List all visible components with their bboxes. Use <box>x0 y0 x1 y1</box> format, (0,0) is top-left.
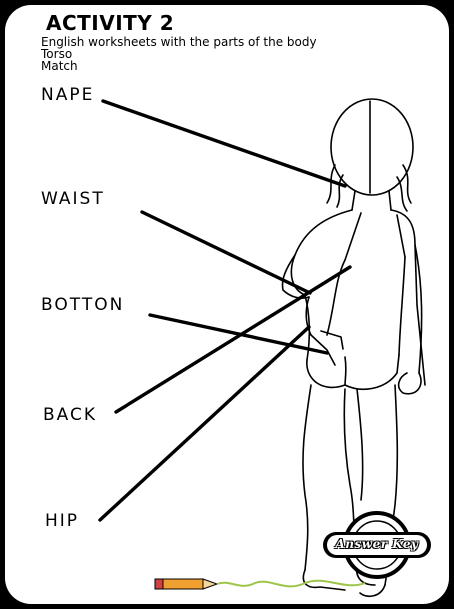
label-waist: WAIST <box>41 189 105 209</box>
label-hip: HIP <box>45 511 79 531</box>
subtitle-line: Match <box>41 60 78 72</box>
label-botton: BOTTON <box>41 295 124 315</box>
answer-key-label: Answer Key <box>327 537 427 551</box>
label-back: BACK <box>43 405 97 425</box>
activity-title: ACTIVITY 2 <box>46 11 174 35</box>
subtitle-line: English worksheets with the parts of the… <box>41 36 317 48</box>
pencil-icon <box>155 579 365 589</box>
label-nape: NAPE <box>41 85 94 105</box>
worksheet-card: ACTIVITY 2 English worksheets with the p… <box>5 5 449 604</box>
